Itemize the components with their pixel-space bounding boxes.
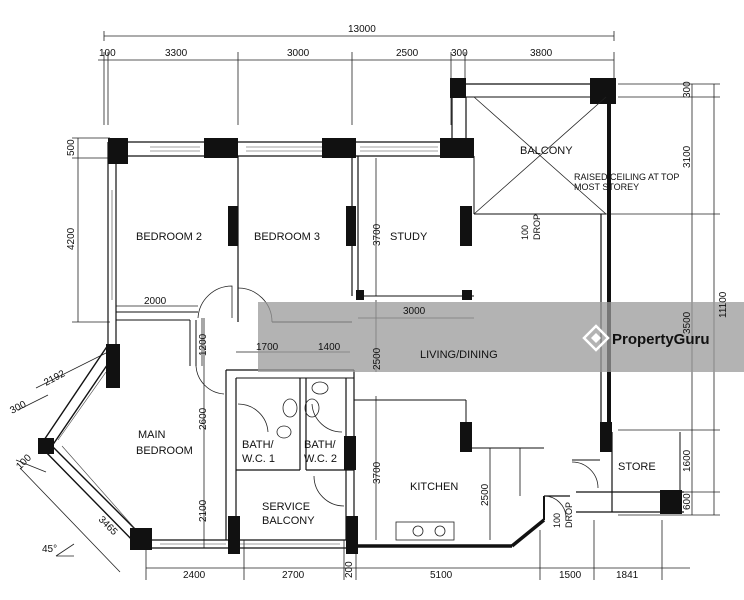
dim-diag-lower: 3465 <box>96 514 120 538</box>
dim-left-bedroom2: 4200 <box>66 227 77 250</box>
dim-top-1: 3300 <box>165 48 188 59</box>
dim-bottom-5: 1841 <box>616 570 639 581</box>
dim-right-4: 600 <box>682 493 693 510</box>
dim-diag-upper: 2192 <box>42 368 67 388</box>
room-bedroom-2: BEDROOM 2 <box>136 231 202 243</box>
wc-1 <box>282 398 298 418</box>
dim-left-top: 500 <box>66 139 77 156</box>
basin-2 <box>311 381 329 395</box>
room-labels: BEDROOM 2 BEDROOM 3 STUDY BALCONY RAISED… <box>42 145 679 555</box>
dim-top-2: 3000 <box>287 48 310 59</box>
dim-corridor-1200: 1200 <box>198 333 209 356</box>
sanitary-fixtures <box>276 381 455 541</box>
room-main-bedroom-2: BEDROOM <box>136 445 193 457</box>
room-bath-wc-2-line1: BATH/ <box>304 439 337 451</box>
dim-right-2: 3500 <box>682 311 693 334</box>
dim-kitchen-2500: 2500 <box>480 483 491 506</box>
door-swings <box>195 96 607 519</box>
dim-corridor-1700: 1700 <box>256 342 279 353</box>
room-balcony: BALCONY <box>520 145 573 157</box>
dim-study-height: 3700 <box>372 223 383 246</box>
room-service-balcony-1: SERVICE <box>262 501 310 513</box>
room-service-balcony-2: BALCONY <box>262 515 315 527</box>
structural-columns <box>38 78 682 554</box>
watermark-text: PropertyGuru <box>612 331 710 348</box>
angle-marker <box>55 543 75 557</box>
dim-bottom-0: 2400 <box>183 570 206 581</box>
dim-diag-100: 100 <box>14 452 34 472</box>
note-raised-ceiling-1: RAISED CEILING AT TOP <box>574 172 679 182</box>
dim-study-width: 3000 <box>403 306 426 317</box>
dim-top-4: 300 <box>451 48 468 59</box>
wc-2 <box>304 398 320 418</box>
dim-corridor-2500: 2500 <box>372 347 383 370</box>
watermark-logo-icon <box>582 324 610 352</box>
dim-main-2100: 2100 <box>198 499 209 522</box>
dim-bottom-2: 200 <box>344 561 355 578</box>
room-study: STUDY <box>390 231 428 243</box>
dim-top-0: 100 <box>99 48 116 59</box>
room-bedroom-3: BEDROOM 3 <box>254 231 320 243</box>
dim-main-2600: 2600 <box>198 407 209 430</box>
windows <box>57 146 438 545</box>
basin-1 <box>276 425 292 439</box>
room-living-dining: LIVING/DINING <box>420 349 498 361</box>
dim-bottom-1: 2700 <box>282 570 305 581</box>
dim-kitchen-3700: 3700 <box>372 461 383 484</box>
note-balcony-drop: DROP <box>532 214 542 240</box>
dim-bottom-3: 5100 <box>430 570 453 581</box>
dim-right-total: 11100 <box>718 291 729 318</box>
dim-overall-width: 13000 <box>348 24 376 35</box>
dim-bottom-4: 1500 <box>559 570 582 581</box>
angle-label: 45° <box>42 544 57 555</box>
note-raised-ceiling-2: MOST STOREY <box>574 182 639 192</box>
dim-store-drop: 100 <box>552 513 562 528</box>
dim-right-1: 3100 <box>682 145 693 168</box>
dim-top-3: 2500 <box>396 48 419 59</box>
room-kitchen: KITCHEN <box>410 481 458 493</box>
dim-corridor-1400: 1400 <box>318 342 341 353</box>
dim-bedroom2-width: 2000 <box>144 296 167 307</box>
dim-balcony-drop: 100 <box>520 225 530 240</box>
room-store: STORE <box>618 461 656 473</box>
note-store-drop: DROP <box>564 502 574 528</box>
room-bath-wc-1-line2: W.C. 1 <box>242 453 275 465</box>
kitchen-sink <box>395 521 455 541</box>
watermark: PropertyGuru <box>258 302 744 372</box>
room-bath-wc-2-line2: W.C. 2 <box>304 453 337 465</box>
dim-right-0: 300 <box>682 81 693 98</box>
dim-top-5: 3800 <box>530 48 553 59</box>
dim-right-3: 1600 <box>682 449 693 472</box>
room-main-bedroom-1: MAIN <box>138 429 166 441</box>
dim-diag-300: 300 <box>8 399 28 417</box>
room-bath-wc-1-line1: BATH/ <box>242 439 275 451</box>
